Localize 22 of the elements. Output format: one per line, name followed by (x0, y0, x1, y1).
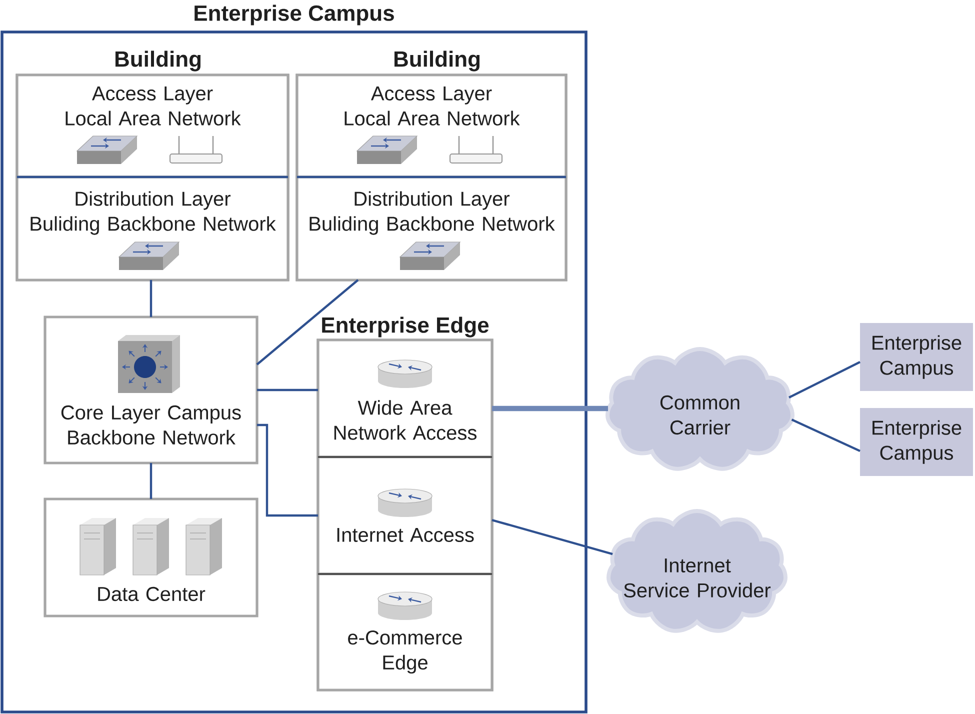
connector-line (150, 463, 152, 499)
layer-band: Distribution Layer Buliding Backbone Network (16, 176, 290, 282)
site-box: Enterprise Campus (860, 323, 973, 391)
section-box: Internet Access (316, 456, 494, 576)
section-box: e-Commerce Edge (316, 572, 494, 692)
connector-line (788, 361, 860, 398)
connector-line (257, 424, 318, 517)
layer-band: Access Layer Local Area Network (16, 74, 290, 178)
layer-band: Access Layer Local Area Network (296, 74, 568, 178)
connector-line (257, 388, 318, 392)
layer-band: Distribution Layer Buliding Backbone Network (296, 176, 568, 282)
group-heading: Enterprise Campus (194, 4, 394, 26)
connector-line (150, 280, 152, 317)
connector-line (791, 418, 860, 452)
group-heading: Building (394, 50, 480, 72)
group-heading: Enterprise Edge (322, 316, 489, 338)
connector-line (492, 518, 613, 556)
site-box: Enterprise Campus (860, 408, 973, 476)
section-box: Wide Area Network Access (316, 338, 494, 458)
connector-line (492, 406, 608, 412)
group-heading: Building (116, 50, 201, 72)
connector-line (256, 279, 359, 366)
